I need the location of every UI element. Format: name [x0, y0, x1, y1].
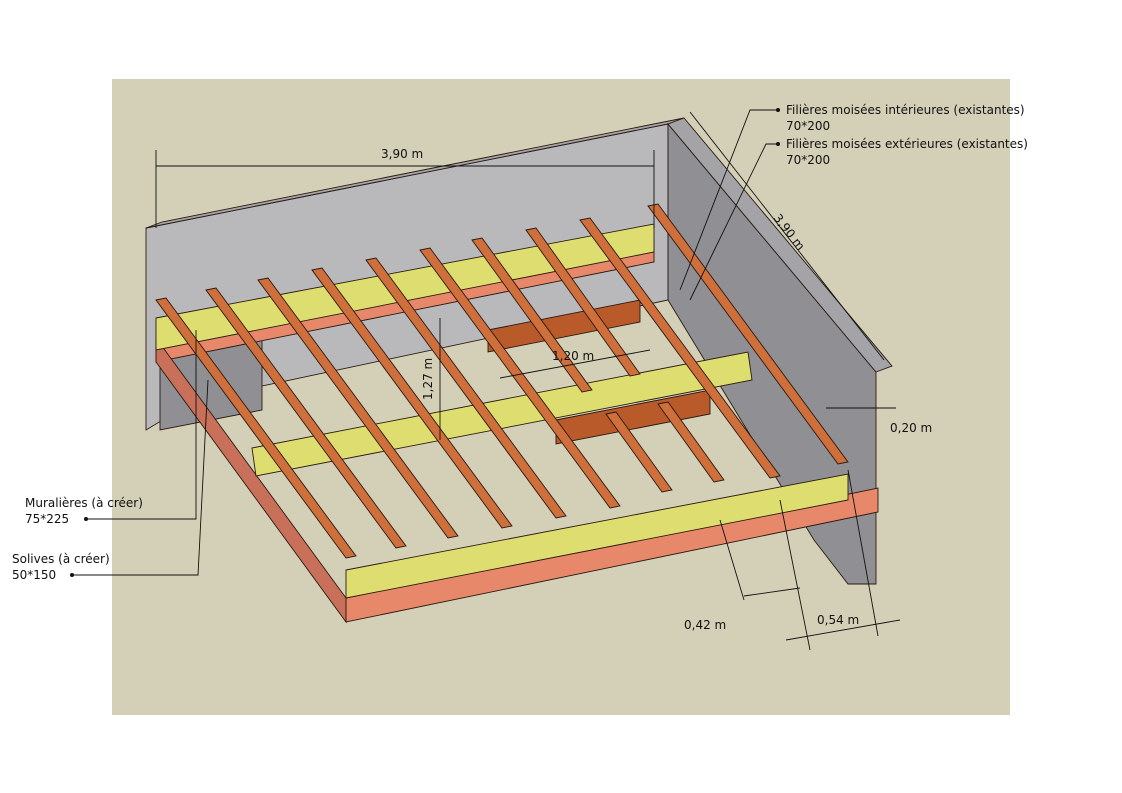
- dim-offset-label: 0,54 m: [817, 613, 859, 627]
- wall-right-top: [667, 117, 893, 373]
- outer-beam-left: [155, 336, 347, 624]
- dim-depth-line: [689, 111, 885, 361]
- dim-ext-1: [719, 519, 745, 601]
- dim-width-label: 3,90 m: [381, 147, 423, 161]
- leader-lines: [70, 108, 780, 577]
- joist-2: [205, 287, 407, 549]
- dim-offset-line: [785, 619, 901, 641]
- leader-outer-beams-dot: [776, 142, 780, 146]
- dim-spacing-label: 0,42 m: [684, 618, 726, 632]
- dimension-lines: [155, 111, 901, 651]
- joist-3: [257, 277, 459, 539]
- wall-plate-front: [345, 473, 849, 599]
- joist-6: [419, 247, 621, 509]
- outer-beams-label: Filières moisées extérieures (existantes…: [786, 137, 1028, 151]
- dim-opening-depth-label: 1,27 m: [421, 358, 435, 400]
- trimmer-front: [555, 389, 711, 445]
- joists: [155, 203, 849, 559]
- wall-plates-size: 75*225: [25, 512, 69, 526]
- dim-ext-3: [847, 469, 879, 637]
- joist-9: [579, 217, 781, 479]
- leader-wall-plates: [86, 330, 197, 520]
- joist-7: [471, 237, 593, 393]
- joist-5: [365, 257, 567, 519]
- inner-beams-size: 70*200: [786, 119, 830, 133]
- joist-10: [647, 203, 849, 465]
- leader-joists-dot: [70, 573, 74, 577]
- joists-label: Solives (à créer): [12, 552, 110, 566]
- dim-opening-width-line: [499, 349, 651, 379]
- joists-size: 50*150: [12, 568, 56, 582]
- leader-wall-plates-dot: [84, 517, 88, 521]
- joist-4: [311, 267, 513, 529]
- joist-short-2: [657, 401, 725, 483]
- joist-1: [155, 297, 357, 559]
- leader-inner-beams: [679, 109, 778, 291]
- leader-outer-beams: [689, 143, 778, 301]
- leader-joists: [72, 379, 209, 576]
- dim-opening-width-label: 1,20 m: [552, 349, 594, 363]
- joist-short-1: [605, 411, 673, 493]
- outer-beams-size: 70*200: [786, 153, 830, 167]
- inner-beams-label: Filières moisées intérieures (existantes…: [786, 103, 1025, 117]
- dim-ext-2: [779, 499, 811, 651]
- wall-plates-label: Muralières (à créer): [25, 496, 143, 510]
- joist-8: [525, 227, 641, 377]
- dim-spacing-line: [743, 587, 801, 597]
- dim-wall-thickness-label: 0,20 m: [890, 421, 932, 435]
- leader-inner-beams-dot: [776, 108, 780, 112]
